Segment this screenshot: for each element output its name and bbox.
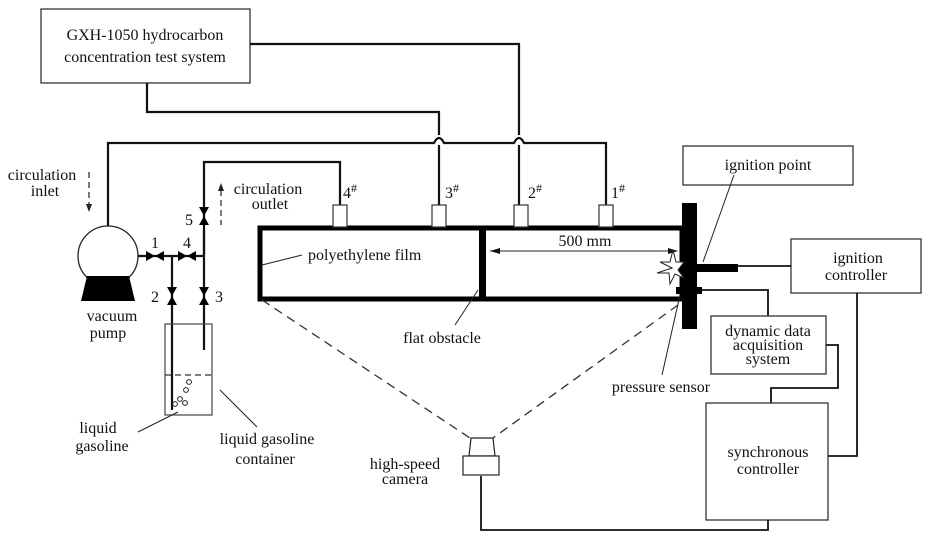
synchronous-controller: synchronous controller: [480, 402, 829, 531]
pressure-sensor-label: pressure sensor: [612, 379, 711, 396]
svg-text:vacuum: vacuum: [87, 308, 138, 325]
svg-text:ignition point: ignition point: [725, 157, 812, 174]
flat-obstacle-plate: [479, 228, 486, 299]
svg-text:circulation: circulation: [234, 181, 302, 198]
port-label-1: 1#: [611, 181, 625, 202]
circulation-outlet-label: circulation outlet: [218, 181, 302, 225]
dynamic-data-acquisition-system: dynamic data acquisition system: [702, 289, 839, 403]
svg-text:camera: camera: [382, 471, 428, 488]
bubbles: [172, 379, 192, 407]
valve-2[interactable]: 2: [151, 287, 177, 306]
svg-text:liquid gasoline: liquid gasoline: [220, 431, 315, 448]
flat-obstacle-label: flat obstacle: [403, 330, 481, 347]
valve-5[interactable]: 5: [185, 207, 209, 229]
svg-text:high-speed: high-speed: [370, 456, 440, 473]
svg-text:circulation: circulation: [8, 167, 76, 184]
igniter-rod: [672, 264, 738, 272]
svg-text:inlet: inlet: [31, 183, 60, 200]
sampling-port-1: [598, 204, 614, 228]
liquid-gasoline-container: liquid gasoline liquid gasoline containe…: [75, 323, 315, 468]
explosion-duct: 4# 3# 2# 1# polyethylene film 500 mm fla…: [257, 181, 685, 347]
ignition-controller: ignition controller: [738, 238, 922, 457]
distance-label: 500 mm: [559, 233, 612, 250]
pressure-sensor-body: [676, 287, 702, 294]
svg-text:system: system: [746, 351, 791, 368]
hydrocarbon-system-line2: concentration test system: [64, 49, 226, 66]
svg-text:container: container: [235, 451, 295, 468]
spark-icon: [656, 249, 686, 286]
hydrocarbon-system-line1: GXH-1050 hydrocarbon: [67, 27, 224, 44]
pressure-sensor-label-group: pressure sensor: [612, 294, 711, 396]
end-flange: [656, 203, 738, 329]
sampling-port-4: [332, 204, 348, 228]
svg-text:4: 4: [183, 235, 191, 252]
sampling-port-3: [431, 204, 447, 228]
port-label-4: 4#: [343, 181, 357, 202]
valve-3[interactable]: 3: [199, 287, 223, 306]
svg-text:synchronous: synchronous: [728, 444, 809, 461]
hydrocarbon-test-system: GXH-1050 hydrocarbon concentration test …: [40, 8, 251, 84]
svg-text:1: 1: [151, 235, 159, 252]
high-speed-camera: high-speed camera: [370, 437, 500, 488]
svg-text:5: 5: [185, 212, 193, 229]
svg-text:ignition: ignition: [833, 250, 883, 267]
svg-text:outlet: outlet: [252, 196, 289, 213]
svg-text:3: 3: [215, 289, 223, 306]
polyethylene-film-label: polyethylene film: [308, 247, 422, 264]
svg-text:pump: pump: [90, 325, 126, 342]
svg-text:liquid: liquid: [79, 420, 116, 437]
arrow-down-icon: [86, 204, 92, 212]
valve-network: 1 4 2 3 5: [138, 207, 223, 410]
ignition-point: ignition point: [682, 145, 854, 263]
valve-4[interactable]: 4: [178, 235, 196, 261]
svg-text:dynamic data: dynamic data: [725, 323, 811, 340]
valve-1[interactable]: 1: [146, 235, 164, 261]
sampling-port-2: [513, 204, 529, 228]
vacuum-pump: vacuum pump: [77, 225, 139, 342]
arrow-up-icon: [218, 183, 224, 191]
camera-field-of-view: [261, 299, 679, 439]
svg-text:controller: controller: [737, 461, 800, 478]
port-label-2: 2#: [528, 181, 542, 202]
port-label-3: 3#: [445, 181, 459, 202]
svg-text:controller: controller: [825, 267, 888, 284]
svg-text:2: 2: [151, 289, 159, 306]
svg-text:acquisition: acquisition: [733, 337, 803, 354]
circulation-inlet-label: circulation inlet: [8, 167, 92, 212]
svg-text:gasoline: gasoline: [75, 438, 128, 455]
